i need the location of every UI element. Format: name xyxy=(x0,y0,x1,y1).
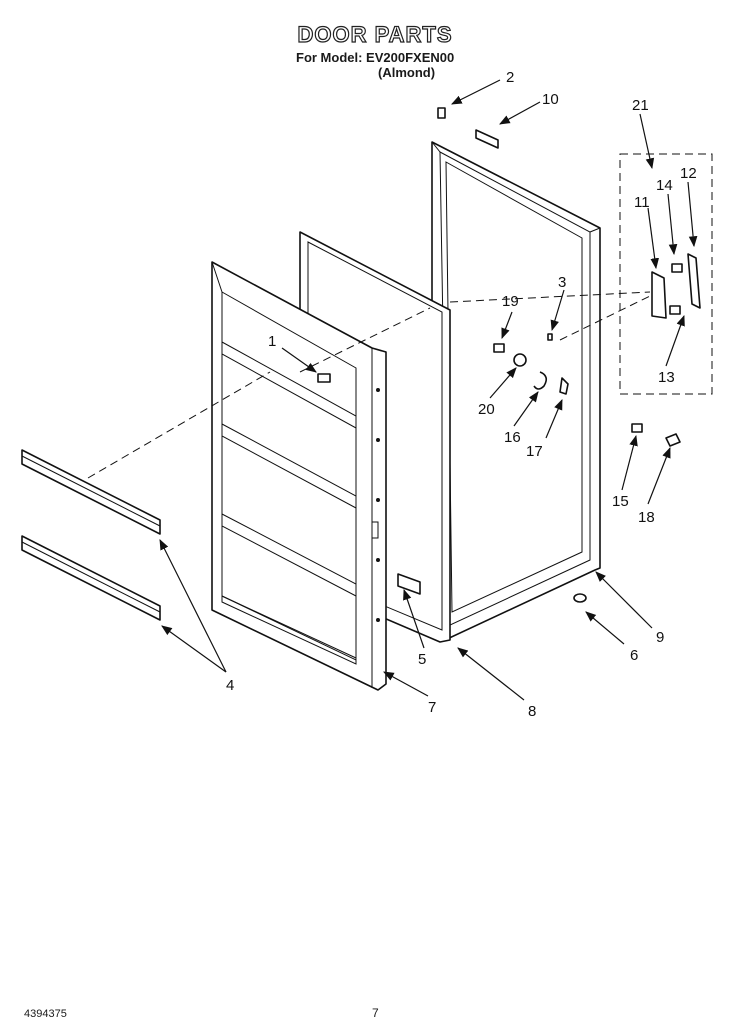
door-rail-lower xyxy=(21,535,161,621)
doc-number: 4394375 xyxy=(24,1008,67,1020)
screw-top xyxy=(437,107,446,119)
callout-15: 15 xyxy=(612,493,629,510)
callout-18: 18 xyxy=(638,509,655,526)
bottom-plug xyxy=(573,593,587,603)
callout-13: 13 xyxy=(658,369,675,386)
callout-2: 2 xyxy=(506,69,514,86)
callout-3: 3 xyxy=(558,274,566,291)
handle-screw xyxy=(631,423,681,447)
callout-7: 7 xyxy=(428,699,436,716)
stop-bracket xyxy=(397,573,421,595)
callout-17: 17 xyxy=(526,443,543,460)
callout-1: 1 xyxy=(268,333,276,350)
callout-9: 9 xyxy=(656,629,664,646)
callout-14: 14 xyxy=(656,177,673,194)
screw-1 xyxy=(317,373,331,383)
hinge-assembly xyxy=(651,253,701,319)
callout-5: 5 xyxy=(418,651,426,668)
callout-16: 16 xyxy=(504,429,521,446)
hinge-group-box xyxy=(619,153,713,395)
callout-11: 11 xyxy=(634,194,650,211)
page-title: DOOR PARTS xyxy=(297,21,453,47)
callout-10: 10 xyxy=(542,91,559,108)
color-line: (Almond) xyxy=(378,65,436,80)
door-rail-upper xyxy=(21,449,161,535)
callout-4: 4 xyxy=(226,677,234,694)
callout-21: 21 xyxy=(632,97,649,114)
page-number: 7 xyxy=(372,1006,379,1020)
label-plate xyxy=(475,129,499,149)
outer-door-panel xyxy=(431,141,601,641)
callout-12: 12 xyxy=(680,165,697,182)
callout-6: 6 xyxy=(630,647,638,664)
callout-8: 8 xyxy=(528,703,536,720)
leaders xyxy=(159,79,698,701)
inner-door-liner xyxy=(211,261,387,691)
model-line: For Model: EV200FXEN00 xyxy=(296,50,455,65)
callout-20: 20 xyxy=(478,401,495,418)
callout-19: 19 xyxy=(502,293,519,310)
lock-parts xyxy=(493,333,569,395)
